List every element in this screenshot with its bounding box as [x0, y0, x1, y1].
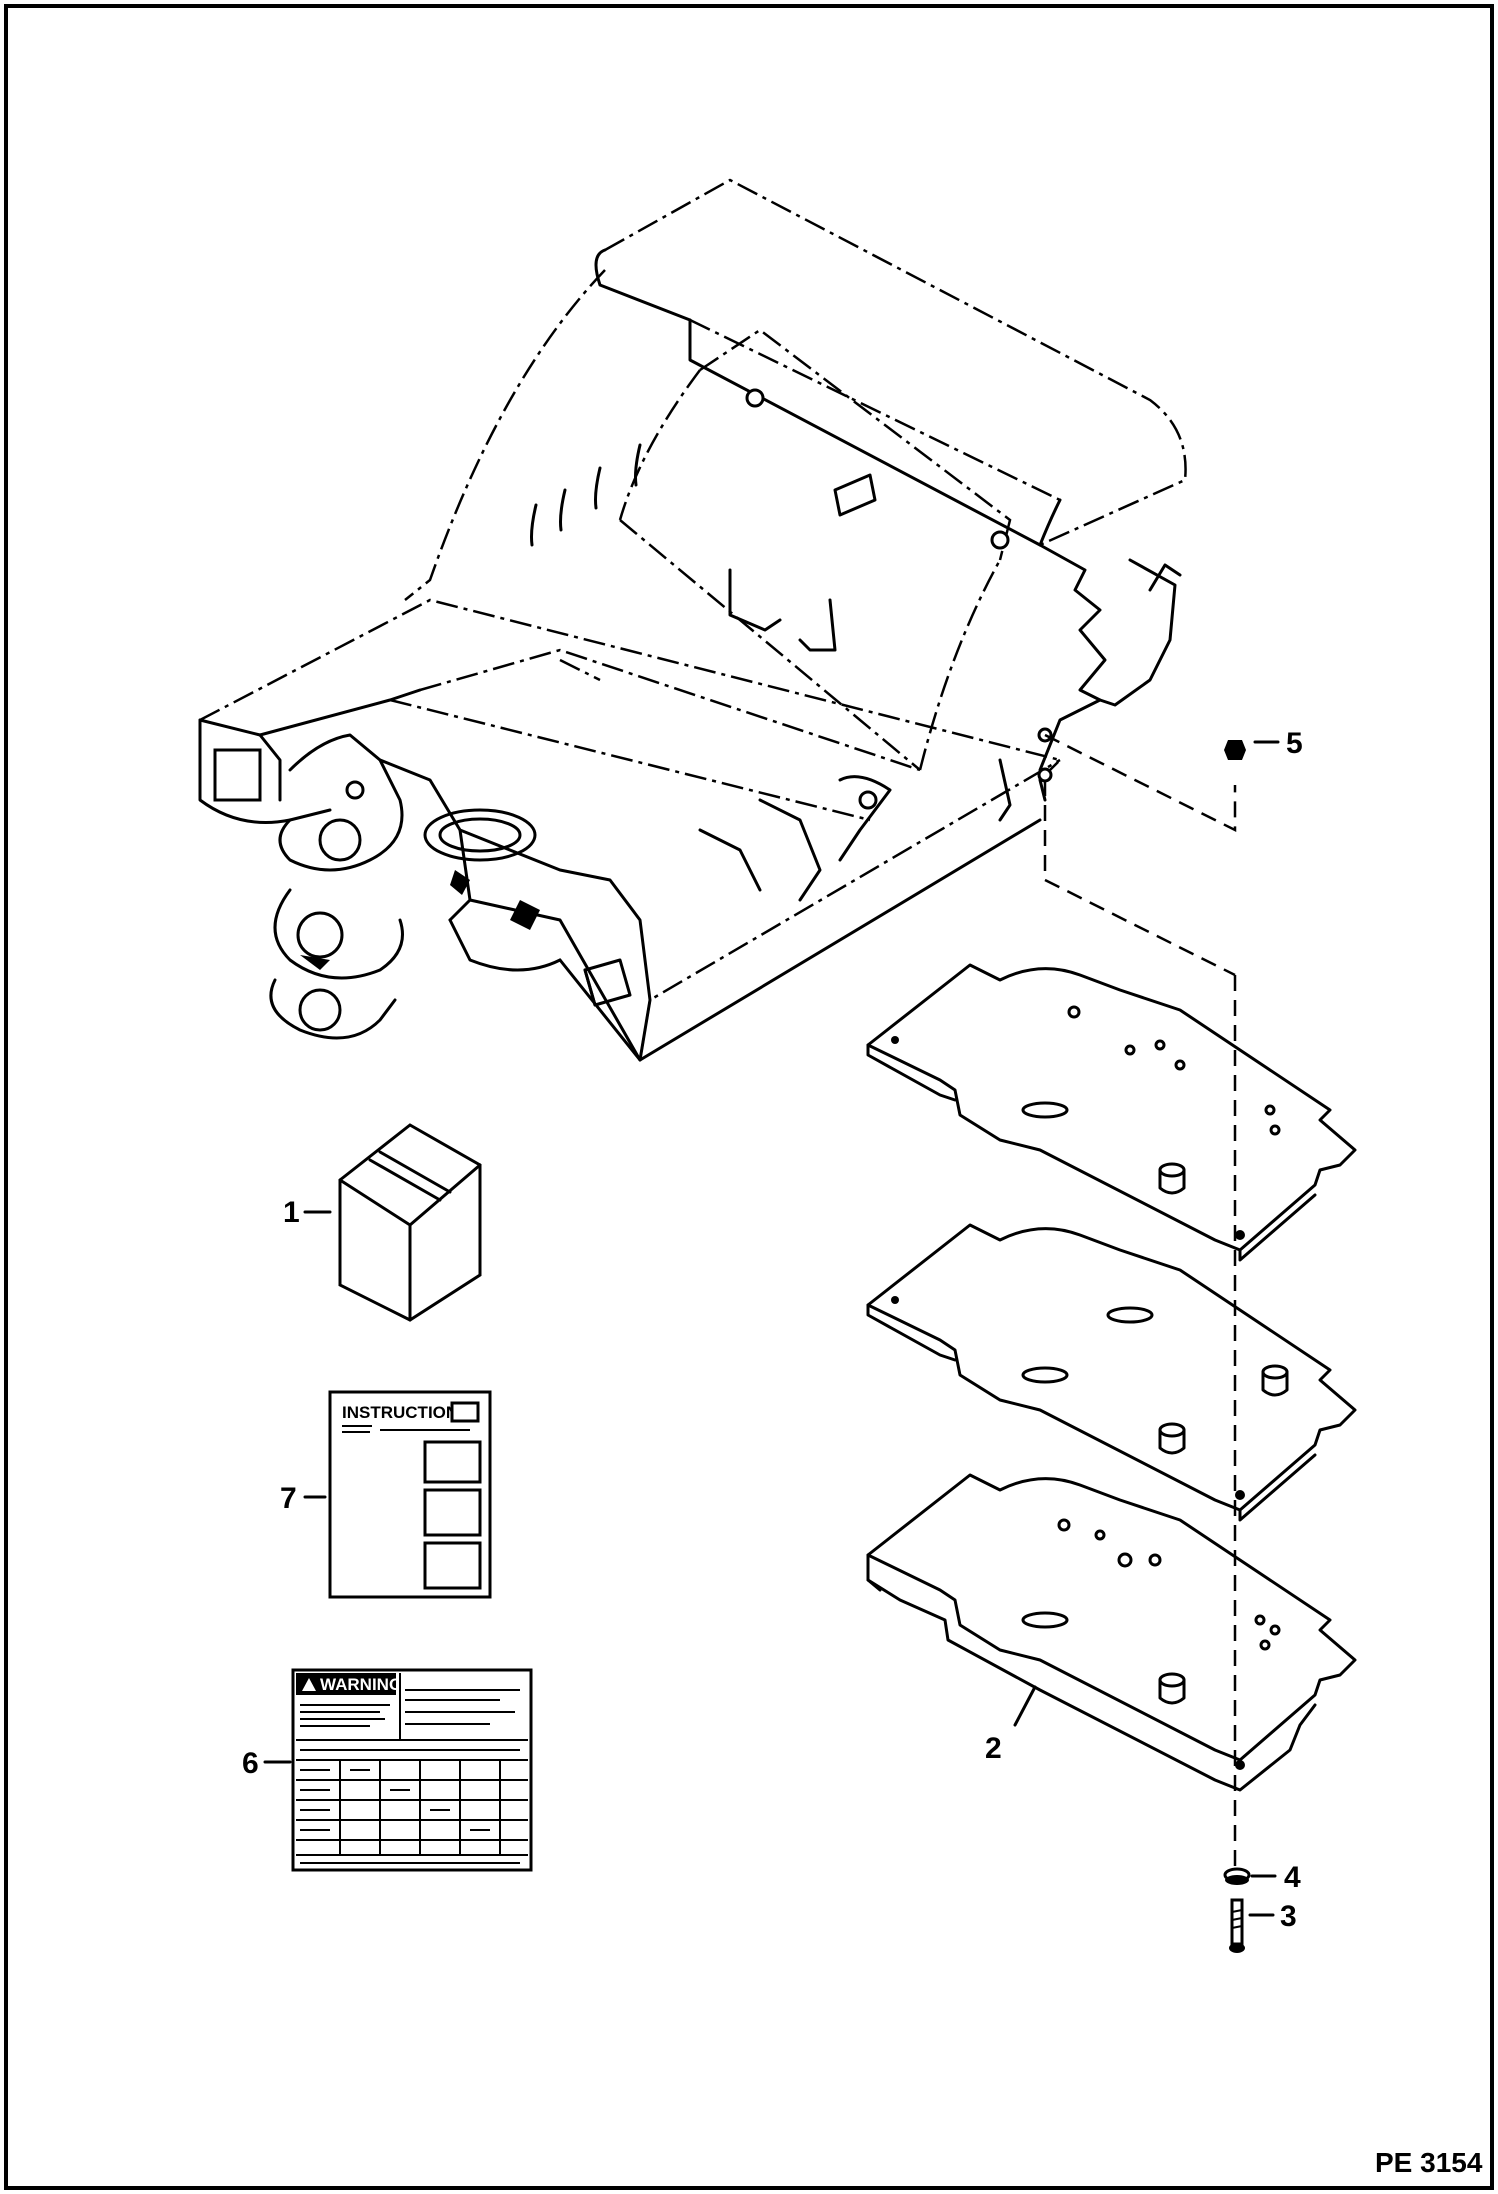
callout-2: 2	[985, 1685, 1037, 1765]
page-border	[4, 4, 1494, 2190]
callout-3: 3	[1248, 1900, 1297, 1933]
callout-label-3: 3	[1280, 1900, 1297, 1933]
callout-5: 5	[1253, 727, 1303, 760]
decal-instructions-heading: INSTRUCTIONS	[342, 1403, 470, 1422]
callout-6: 6	[242, 1747, 292, 1780]
callout-label-6: 6	[242, 1747, 259, 1780]
callout-label-7: 7	[280, 1482, 297, 1515]
callout-label-1: 1	[283, 1196, 300, 1229]
floor-plate-top	[866, 963, 1357, 1262]
nut-item-5	[1224, 740, 1246, 760]
callout-7: 7	[280, 1482, 327, 1515]
figure-id: PE 3154	[1375, 2147, 1483, 2178]
washer-item-4	[1223, 1867, 1251, 1885]
warning-decal-item-6: WARNING	[291, 1668, 533, 1872]
floor-plate-bottom	[866, 1473, 1357, 1792]
callout-label-5: 5	[1286, 727, 1303, 760]
callout-label-4: 4	[1284, 1861, 1301, 1894]
kit-box-item-1	[338, 1123, 482, 1322]
callout-1: 1	[283, 1196, 332, 1229]
upperstructure-frame	[198, 178, 1187, 1062]
assembly-lines	[1043, 733, 1237, 1870]
callout-4: 4	[1250, 1861, 1301, 1894]
instructions-decal-item-7: INSTRUCTIONS	[328, 1390, 492, 1599]
bolt-item-3	[1229, 1898, 1245, 1953]
callout-label-2: 2	[985, 1732, 1002, 1765]
decal-warning-heading: WARNING	[320, 1675, 402, 1694]
floor-plate-middle	[866, 1223, 1357, 1522]
